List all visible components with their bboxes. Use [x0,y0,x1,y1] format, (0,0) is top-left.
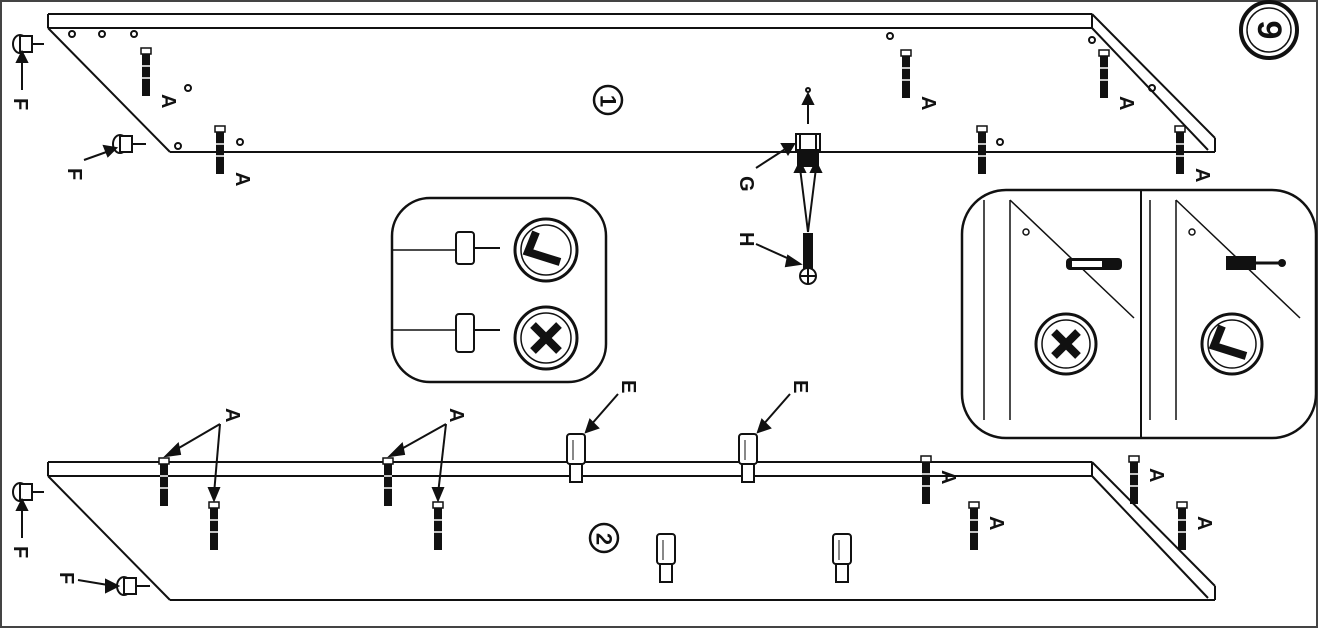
dowel-a [214,125,226,175]
cross-icon [513,305,579,371]
dowel-a [208,501,220,551]
label-a-group: A A A A A A [221,408,1215,530]
dowel-check-callout [390,196,608,384]
dowel-a [920,455,932,505]
cylinder-e [738,433,758,483]
dowel-a [976,125,988,175]
screw-h [755,159,823,285]
svg-text:1: 1 [596,95,621,107]
label-f: F [55,572,77,584]
label-f: F [63,168,85,180]
e-leader-lines [584,393,791,434]
svg-text:2: 2 [592,533,617,545]
cam-lock-f [77,576,150,596]
panel-2-number: 2 [588,522,620,554]
step-number: 9 [1250,21,1288,40]
dowel-a [382,457,394,507]
cylinder-e [832,533,852,583]
dowel-a [1176,501,1188,551]
cam-lock-f [12,482,44,538]
dowel-a [1174,125,1186,175]
label-h: H [735,232,757,246]
dowel-a [158,457,170,507]
cross-icon [1034,312,1098,376]
svg-text:A: A [1193,516,1215,530]
panel-2 [47,461,1216,601]
panel-1 [47,13,1216,153]
svg-text:A: A [157,94,179,108]
dowel-a [968,501,980,551]
svg-text:A: A [1145,468,1167,482]
label-f: F [9,98,31,110]
check-icon [513,217,579,283]
dowel-a [1128,455,1140,505]
svg-text:A: A [221,408,243,422]
dowel-a [432,501,444,551]
cam-lock-f [12,34,44,90]
svg-text:A: A [231,172,253,186]
svg-text:A: A [917,96,939,110]
cylinder-e [656,533,676,583]
dowel-a [1098,49,1110,99]
step-number-badge: 9 [1239,0,1299,60]
label-e: E [617,380,639,393]
svg-text:A: A [1191,168,1213,182]
dowel-a [900,49,912,99]
svg-text:A: A [937,470,959,484]
panel-1-number: 1 [592,84,624,116]
svg-text:A: A [1115,96,1137,110]
cam-check-callout [960,188,1318,440]
dowel-a [140,47,152,97]
svg-text:A: A [445,408,467,422]
cam-lock-f [83,134,146,161]
svg-text:A: A [985,516,1007,530]
check-icon [1200,312,1264,376]
hinge-plate-g [755,87,821,169]
label-f: F [9,546,31,558]
cylinder-e [566,433,586,483]
a-leader-lines [163,423,447,503]
label-g: G [735,176,757,192]
label-e: E [789,380,811,393]
label-a-group: A A A A A [157,94,1213,186]
